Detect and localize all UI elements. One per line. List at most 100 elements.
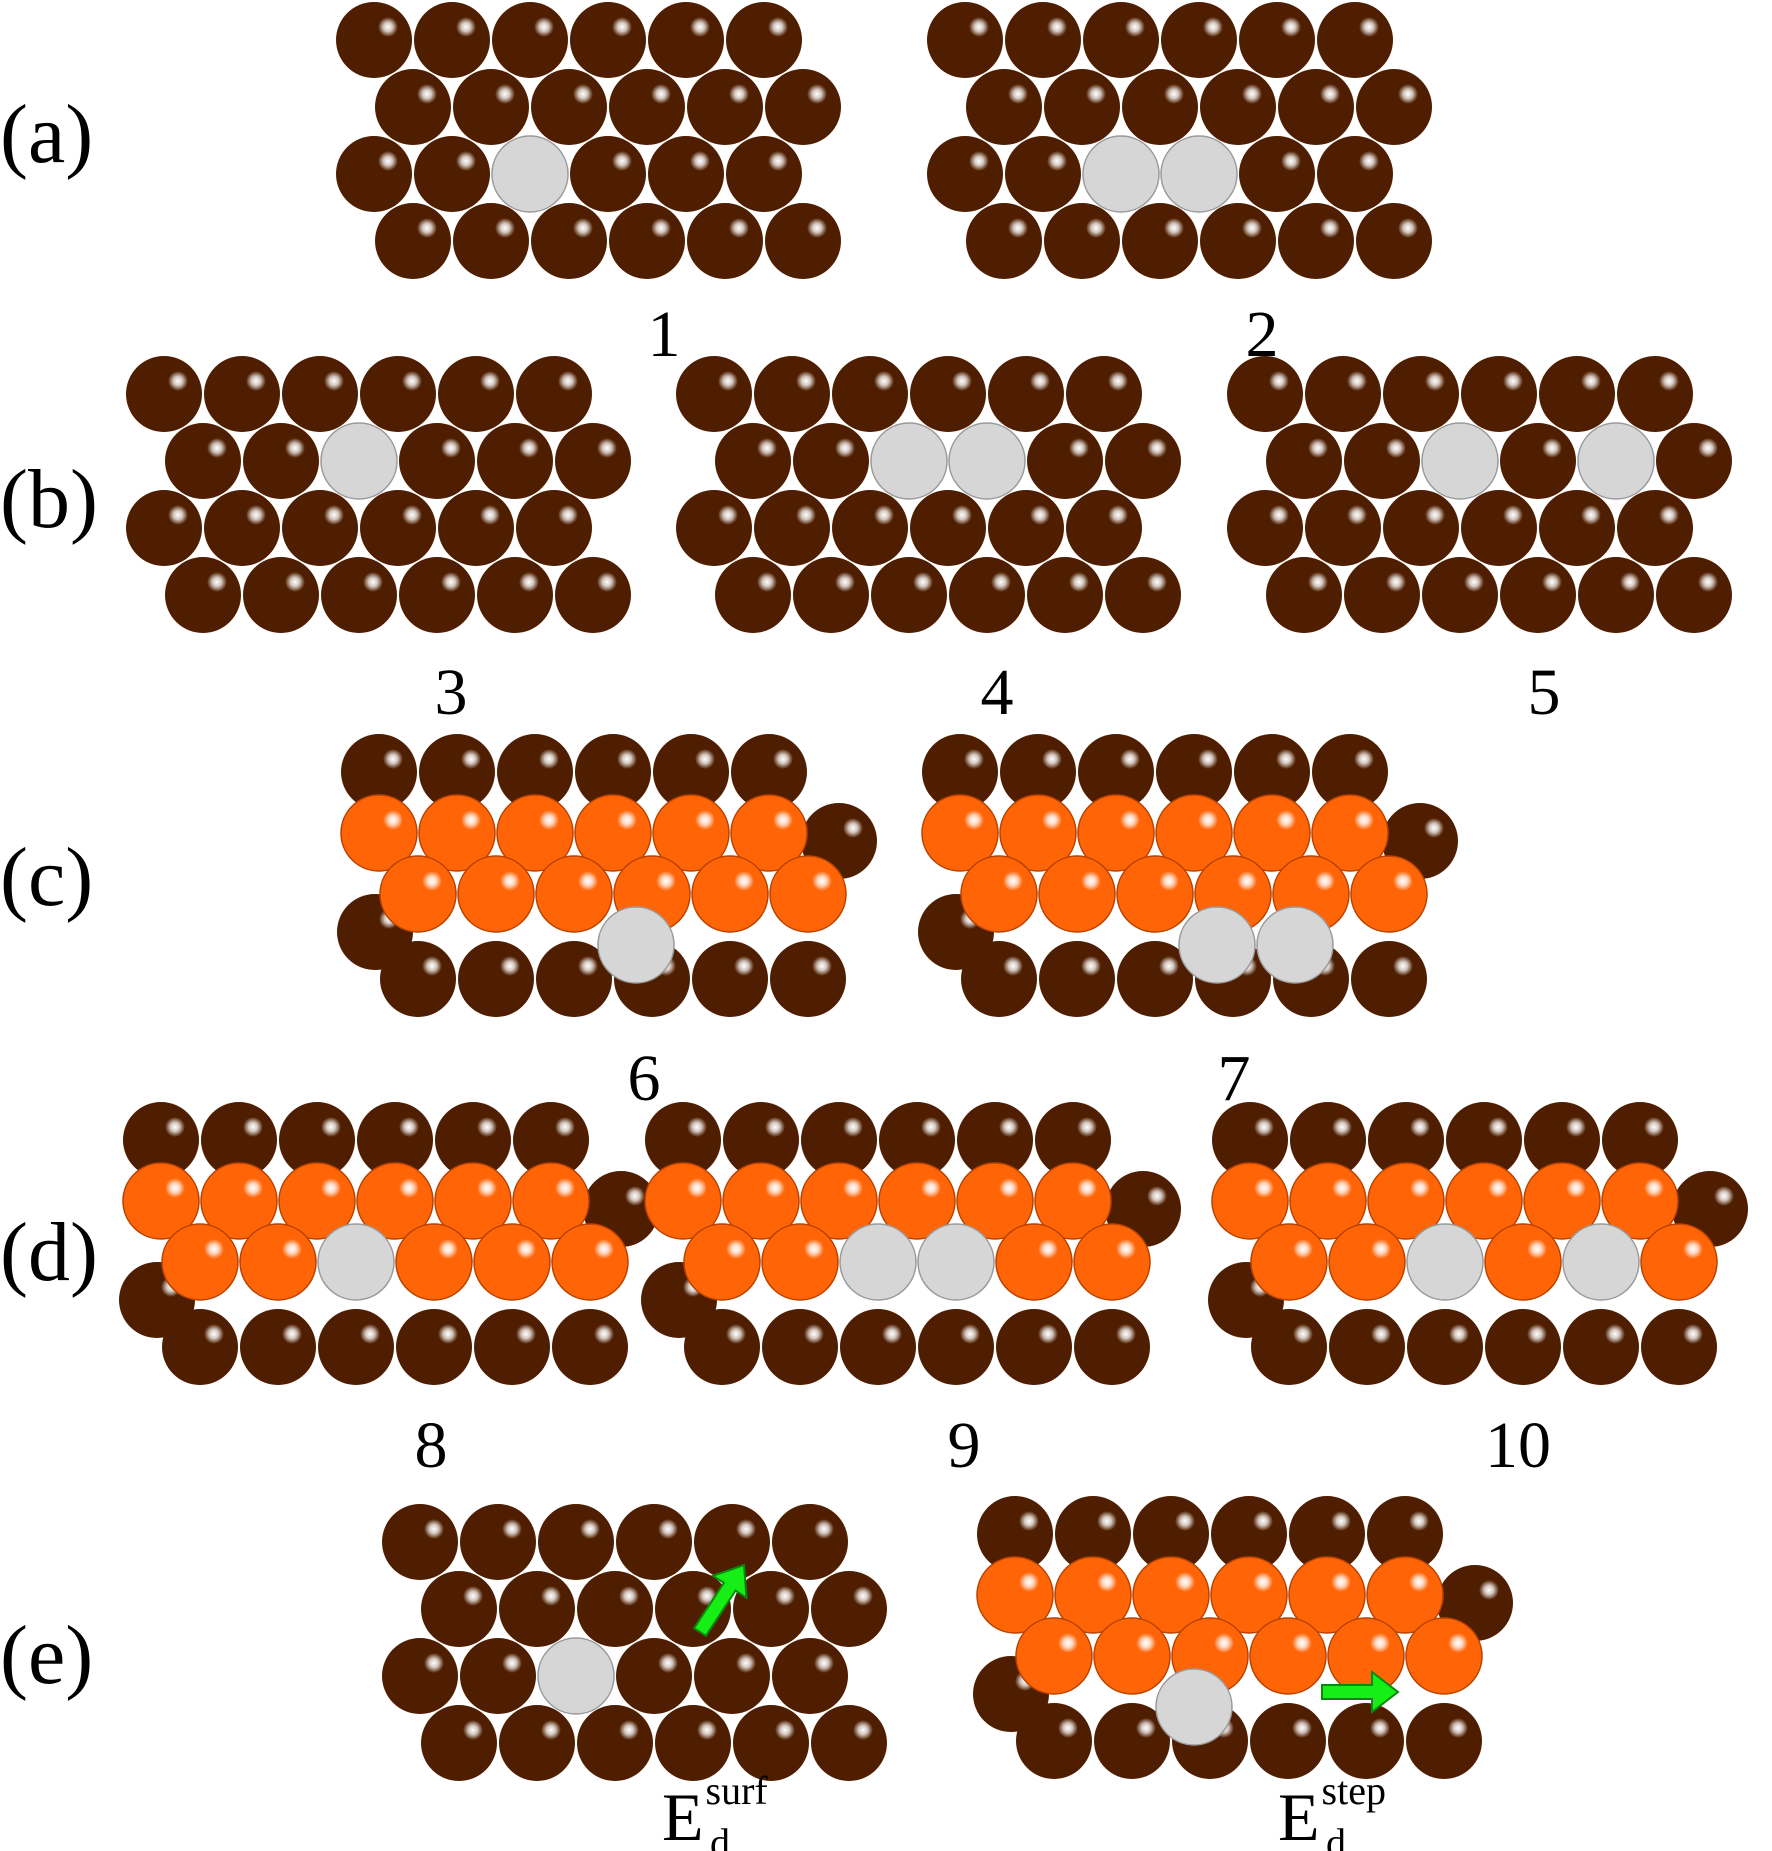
panel-3-atom-r1c0: [165, 423, 241, 499]
panel-8-step-r1c1-highlight: [282, 1239, 302, 1259]
panel-4-atom-r0c4-highlight: [1030, 371, 1050, 391]
panel-3-atom-r1c1-highlight: [285, 438, 305, 458]
panel-3-atom-r2c4-highlight: [480, 505, 500, 525]
energy-step-main: E: [1278, 1779, 1320, 1851]
panel-e-step-sub-bottom-c1: [1094, 1703, 1170, 1779]
panel-e-surf-atom-r2c4: [694, 1638, 770, 1714]
panel-3-atom-r0c5-body: [516, 356, 592, 432]
panel-3-atom-r3c3: [399, 557, 475, 633]
panel-6-step-r1c1-highlight: [500, 871, 520, 891]
panel-3-atom-r1c0-highlight: [207, 438, 227, 458]
panel-6-sub-top-c4-highlight: [695, 749, 715, 769]
panel-7-step-r0c3-highlight: [1198, 810, 1218, 830]
panel-e-step-step-r0c0: [976, 1556, 1054, 1634]
panel-7-sub-bottom-c5-highlight: [1393, 956, 1413, 976]
panel-9-sub-top-c3-highlight: [921, 1117, 941, 1137]
panel-e-step-sub-top-c2-highlight: [1175, 1511, 1195, 1531]
panel-1-atom-r2c1-highlight: [456, 151, 476, 171]
panel-5-atom-r2c2-body: [1383, 490, 1459, 566]
panel-1-atom-r1c3-body: [609, 69, 685, 145]
panel-2-atom-r0c5-highlight: [1359, 17, 1379, 37]
panel-5-atom-r1c2: [1421, 422, 1499, 500]
panel-e-step-sub-bottom-c0: [1016, 1703, 1092, 1779]
panel-2-atom-r3c0-body: [966, 203, 1042, 279]
panel-number-7: 7: [1218, 1042, 1251, 1115]
panel-10-sub-bottom-c0-body: [1251, 1309, 1327, 1385]
panel-2-atom-r0c3-body: [1161, 2, 1237, 78]
panel-e-surf-atom-r1c1-body: [499, 1571, 575, 1647]
panel-3-atom-r3c3-body: [399, 557, 475, 633]
panel-2-atom-r2c5-highlight: [1359, 151, 1379, 171]
panel-5-atom-r3c2-highlight: [1464, 572, 1484, 592]
panel-9-sub-bottom-c3: [918, 1309, 994, 1385]
panel-3-atom-r2c1: [204, 490, 280, 566]
panel-3-atom-r3c2-body: [321, 557, 397, 633]
panel-3-atom-r3c0: [165, 557, 241, 633]
panel-6-step-r0c5-highlight: [773, 810, 793, 830]
panel-4-atom-r2c5: [1066, 490, 1142, 566]
panel-9-step-r1c5: [1073, 1223, 1151, 1301]
panel-5-atom-r3c3: [1500, 557, 1576, 633]
panel-e-surf-atoms: [382, 1504, 887, 1781]
panel-1-atom-r0c3-body: [570, 2, 646, 78]
panel-5-atom-r0c2-highlight: [1425, 371, 1445, 391]
panel-1-atom-r3c4: [687, 203, 763, 279]
panel-7-step-r1c0-highlight: [1003, 871, 1023, 891]
panel-10-step-r0c4-highlight: [1566, 1178, 1586, 1198]
panel-e-step-sub-top-c1: [1055, 1496, 1131, 1572]
panel-3-atom-r3c5: [555, 557, 631, 633]
panel-5-atom-r3c3-highlight: [1542, 572, 1562, 592]
panel-6-sub-top-c5: [731, 734, 807, 810]
panel-3-atom-r2c5-highlight: [558, 505, 578, 525]
panel-8-step-r0c0-highlight: [165, 1178, 185, 1198]
panel-7-sub-bottom-c5: [1351, 941, 1427, 1017]
panel-3-atom-r2c0: [126, 490, 202, 566]
panel-3-atom-r2c3-body: [360, 490, 436, 566]
panel-e-surf-atom-r2c2-body: [537, 1637, 615, 1715]
panel-1-atom-r3c2: [531, 203, 607, 279]
panel-6-sub-top-c1-highlight: [461, 749, 481, 769]
panel-e-step-step-r1c4-body: [1327, 1617, 1405, 1695]
panel-e-surf-atom-r3c2: [577, 1705, 653, 1781]
panel-9-step-r1c0: [683, 1223, 761, 1301]
panel-3-atom-r0c0: [126, 356, 202, 432]
panel-9-step-r0c4-highlight: [999, 1178, 1019, 1198]
panel-2-atom-r2c5: [1317, 136, 1393, 212]
panel-6-sub-bottom-c1: [458, 941, 534, 1017]
panel-2-atom-r1c2: [1122, 69, 1198, 145]
panel-8-step-r0c3: [356, 1162, 434, 1240]
panel-6-sub-top-c3: [575, 734, 651, 810]
panel-9-sub-top-c1: [723, 1102, 799, 1178]
panel-1-atom-r3c3: [609, 203, 685, 279]
panel-2-atom-r2c4: [1239, 136, 1315, 212]
panel-3-atom-r0c0-body: [126, 356, 202, 432]
panel-2-atom-r1c2-highlight: [1164, 84, 1184, 104]
panel-e-step-step-r1c0-body: [1015, 1617, 1093, 1695]
panel-8-step-r0c4-highlight: [477, 1178, 497, 1198]
panel-10-step-r0c1: [1289, 1162, 1367, 1240]
panel-7-step-r0c2: [1077, 794, 1155, 872]
panel-1-atom-r1c1-body: [453, 69, 529, 145]
panel-10-sub-bottom-c0-highlight: [1293, 1324, 1313, 1344]
panel-e-surf-atom-r3c3: [655, 1705, 731, 1781]
panel-e-surf-atom-r3c5: [811, 1705, 887, 1781]
panel-4-atom-r3c0: [715, 557, 791, 633]
panel-9-sub-bottom-c4-highlight: [1038, 1324, 1058, 1344]
panel-e-surf-atom-r0c5: [772, 1504, 848, 1580]
panel-7-sub-bottom-c0: [961, 941, 1037, 1017]
panel-3-atom-r1c2-body: [320, 422, 398, 500]
panel-4-atom-r2c0: [676, 490, 752, 566]
panel-7-step-r0c1-highlight: [1042, 810, 1062, 830]
panel-number-8: 8: [415, 1409, 448, 1482]
panel-7-sub-top-c1-highlight: [1042, 749, 1062, 769]
panel-6-sub-top-c1: [419, 734, 495, 810]
panel-7-sub-bottom-c5-body: [1351, 941, 1427, 1017]
panel-6-step-r1c2-highlight: [578, 871, 598, 891]
panel-7-step-r0c5-highlight: [1354, 810, 1374, 830]
panel-e-surf-atom-r2c0-highlight: [424, 1653, 444, 1673]
panel-1-atom-r3c0-body: [375, 203, 451, 279]
panel-8-sub-bottom-c0-highlight: [204, 1324, 224, 1344]
panel-3-atom-r0c2-highlight: [324, 371, 344, 391]
panel-6-step-r1c0-body: [379, 855, 457, 933]
